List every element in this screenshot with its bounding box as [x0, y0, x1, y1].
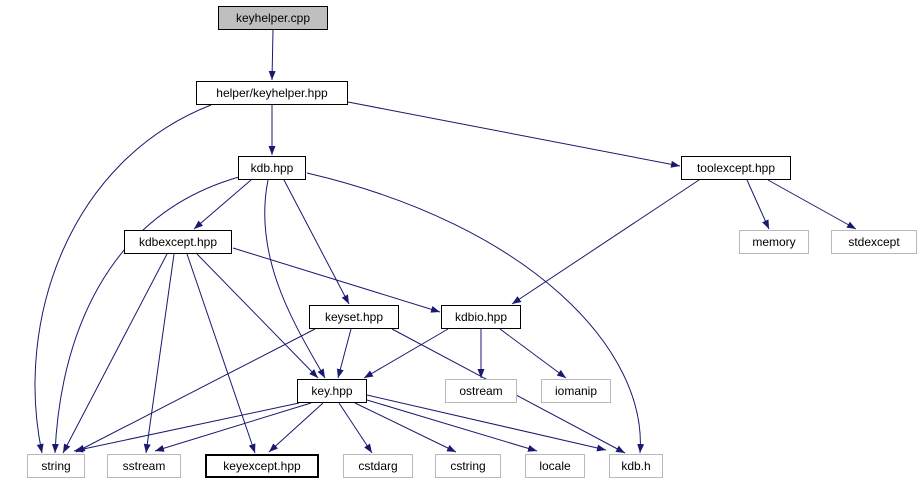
- edge-key-hpp-to-cstdarg: [338, 402, 373, 454]
- edge-keyhelper-hpp-to-string: [34, 104, 212, 454]
- edge-key-hpp-to-keyexcept-hpp: [268, 402, 324, 453]
- edge-kdbexcept-hpp-to-key-hpp: [196, 253, 319, 379]
- edge-key-hpp-to-sstream: [154, 402, 312, 452]
- node-memory[interactable]: memory: [739, 230, 809, 254]
- edge-key-hpp-to-kdb-h: [366, 394, 607, 452]
- node-iomanip[interactable]: iomanip: [541, 379, 611, 403]
- edge-kdb-hpp-to-keyset-hpp: [283, 179, 350, 305]
- edge-kdbexcept-hpp-to-keyexcept-hpp: [186, 253, 256, 454]
- edge-keyhelper-hpp-to-toolexcept-hpp: [347, 101, 681, 168]
- node-kdb-h[interactable]: kdb.h: [609, 454, 663, 478]
- edge-kdb-hpp-to-string: [51, 176, 240, 454]
- node-keyhelper-cpp[interactable]: keyhelper.cpp: [218, 6, 328, 30]
- edge-key-hpp-to-cstring: [354, 402, 457, 453]
- node-cstring[interactable]: cstring: [435, 454, 501, 478]
- node-stdexcept[interactable]: stdexcept: [831, 230, 917, 254]
- node-kdbexcept-hpp[interactable]: kdbexcept.hpp: [124, 230, 232, 254]
- node-sstream[interactable]: sstream: [107, 454, 181, 478]
- node-string[interactable]: string: [27, 454, 85, 478]
- edge-kdbio-hpp-to-iomanip: [499, 328, 567, 379]
- node-cstdarg[interactable]: cstdarg: [343, 454, 413, 478]
- edge-key-hpp-to-locale: [366, 399, 538, 452]
- edge-keyhelper-cpp-to-keyhelper-hpp: [268, 29, 276, 81]
- node-keyhelper-hpp[interactable]: helper/keyhelper.hpp: [196, 81, 348, 105]
- edge-kdb-hpp-to-key-hpp: [264, 179, 326, 379]
- node-toolexcept-hpp[interactable]: toolexcept.hpp: [681, 156, 791, 180]
- node-ostream[interactable]: ostream: [445, 379, 517, 403]
- node-locale[interactable]: locale: [525, 454, 585, 478]
- edge-kdbexcept-hpp-to-kdbio-hpp: [232, 247, 441, 313]
- node-kdbio-hpp[interactable]: kdbio.hpp: [441, 305, 521, 329]
- edge-keyset-hpp-to-key-hpp: [336, 328, 352, 379]
- edge-toolexcept-hpp-to-memory: [746, 179, 770, 230]
- node-key-hpp[interactable]: key.hpp: [297, 379, 367, 403]
- edge-kdbexcept-hpp-to-string: [62, 253, 168, 454]
- edge-key-hpp-to-string: [73, 402, 300, 453]
- edge-kdbexcept-hpp-to-sstream: [143, 253, 175, 454]
- node-keyexcept-hpp[interactable]: keyexcept.hpp: [205, 454, 319, 478]
- node-kdb-hpp[interactable]: kdb.hpp: [238, 156, 306, 180]
- edge-toolexcept-hpp-to-stdexcept: [767, 179, 857, 230]
- edge-kdb-hpp-to-kdbexcept-hpp: [193, 179, 252, 230]
- node-keyset-hpp[interactable]: keyset.hpp: [309, 305, 399, 329]
- edge-kdbio-hpp-to-key-hpp: [363, 328, 449, 379]
- edge-toolexcept-hpp-to-kdbio-hpp: [511, 179, 700, 305]
- edge-keyset-hpp-to-string: [75, 328, 316, 453]
- edge-kdb-hpp-to-kdb-h: [306, 172, 645, 454]
